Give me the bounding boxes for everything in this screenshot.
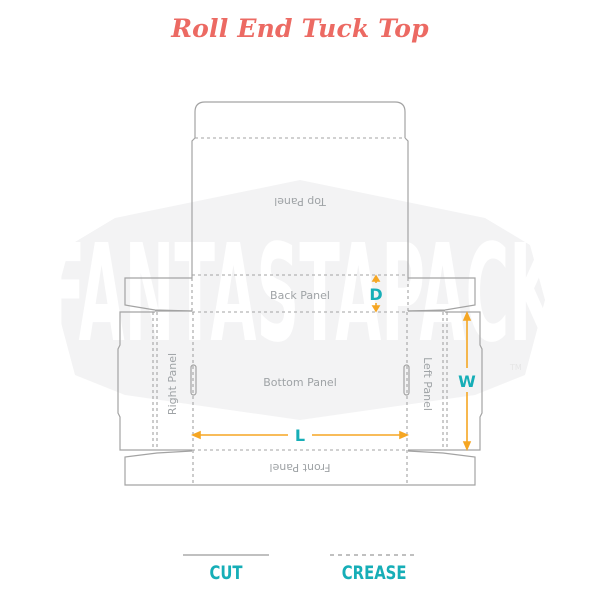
back-panel-label: Back Panel — [270, 289, 330, 302]
length-dimension-label: L — [295, 426, 305, 445]
crease-legend-label: CREASE — [341, 562, 407, 584]
left-panel-label: Left Panel — [421, 357, 434, 411]
depth-dimension-label: D — [369, 285, 382, 304]
trademark-mark: TM — [509, 363, 522, 372]
dimension-arrows — [190, 274, 472, 452]
front-panel-label: Front Panel — [270, 461, 331, 474]
width-dimension-label: W — [458, 372, 476, 391]
cut-lines — [117, 101, 483, 486]
bottom-panel-label: Bottom Panel — [263, 376, 337, 389]
panel-labels: Top Panel Back Panel Bottom Panel Right … — [166, 195, 434, 474]
right-panel-label: Right Panel — [166, 353, 179, 415]
crease-lines — [152, 137, 448, 485]
top-panel-label: Top Panel — [274, 195, 327, 208]
watermark-text: FANTASTAPACK — [45, 216, 558, 372]
page-title: Roll End Tuck Top — [171, 14, 429, 43]
watermark: FANTASTAPACK TM — [45, 180, 558, 420]
cut-legend-label: CUT — [209, 562, 243, 584]
